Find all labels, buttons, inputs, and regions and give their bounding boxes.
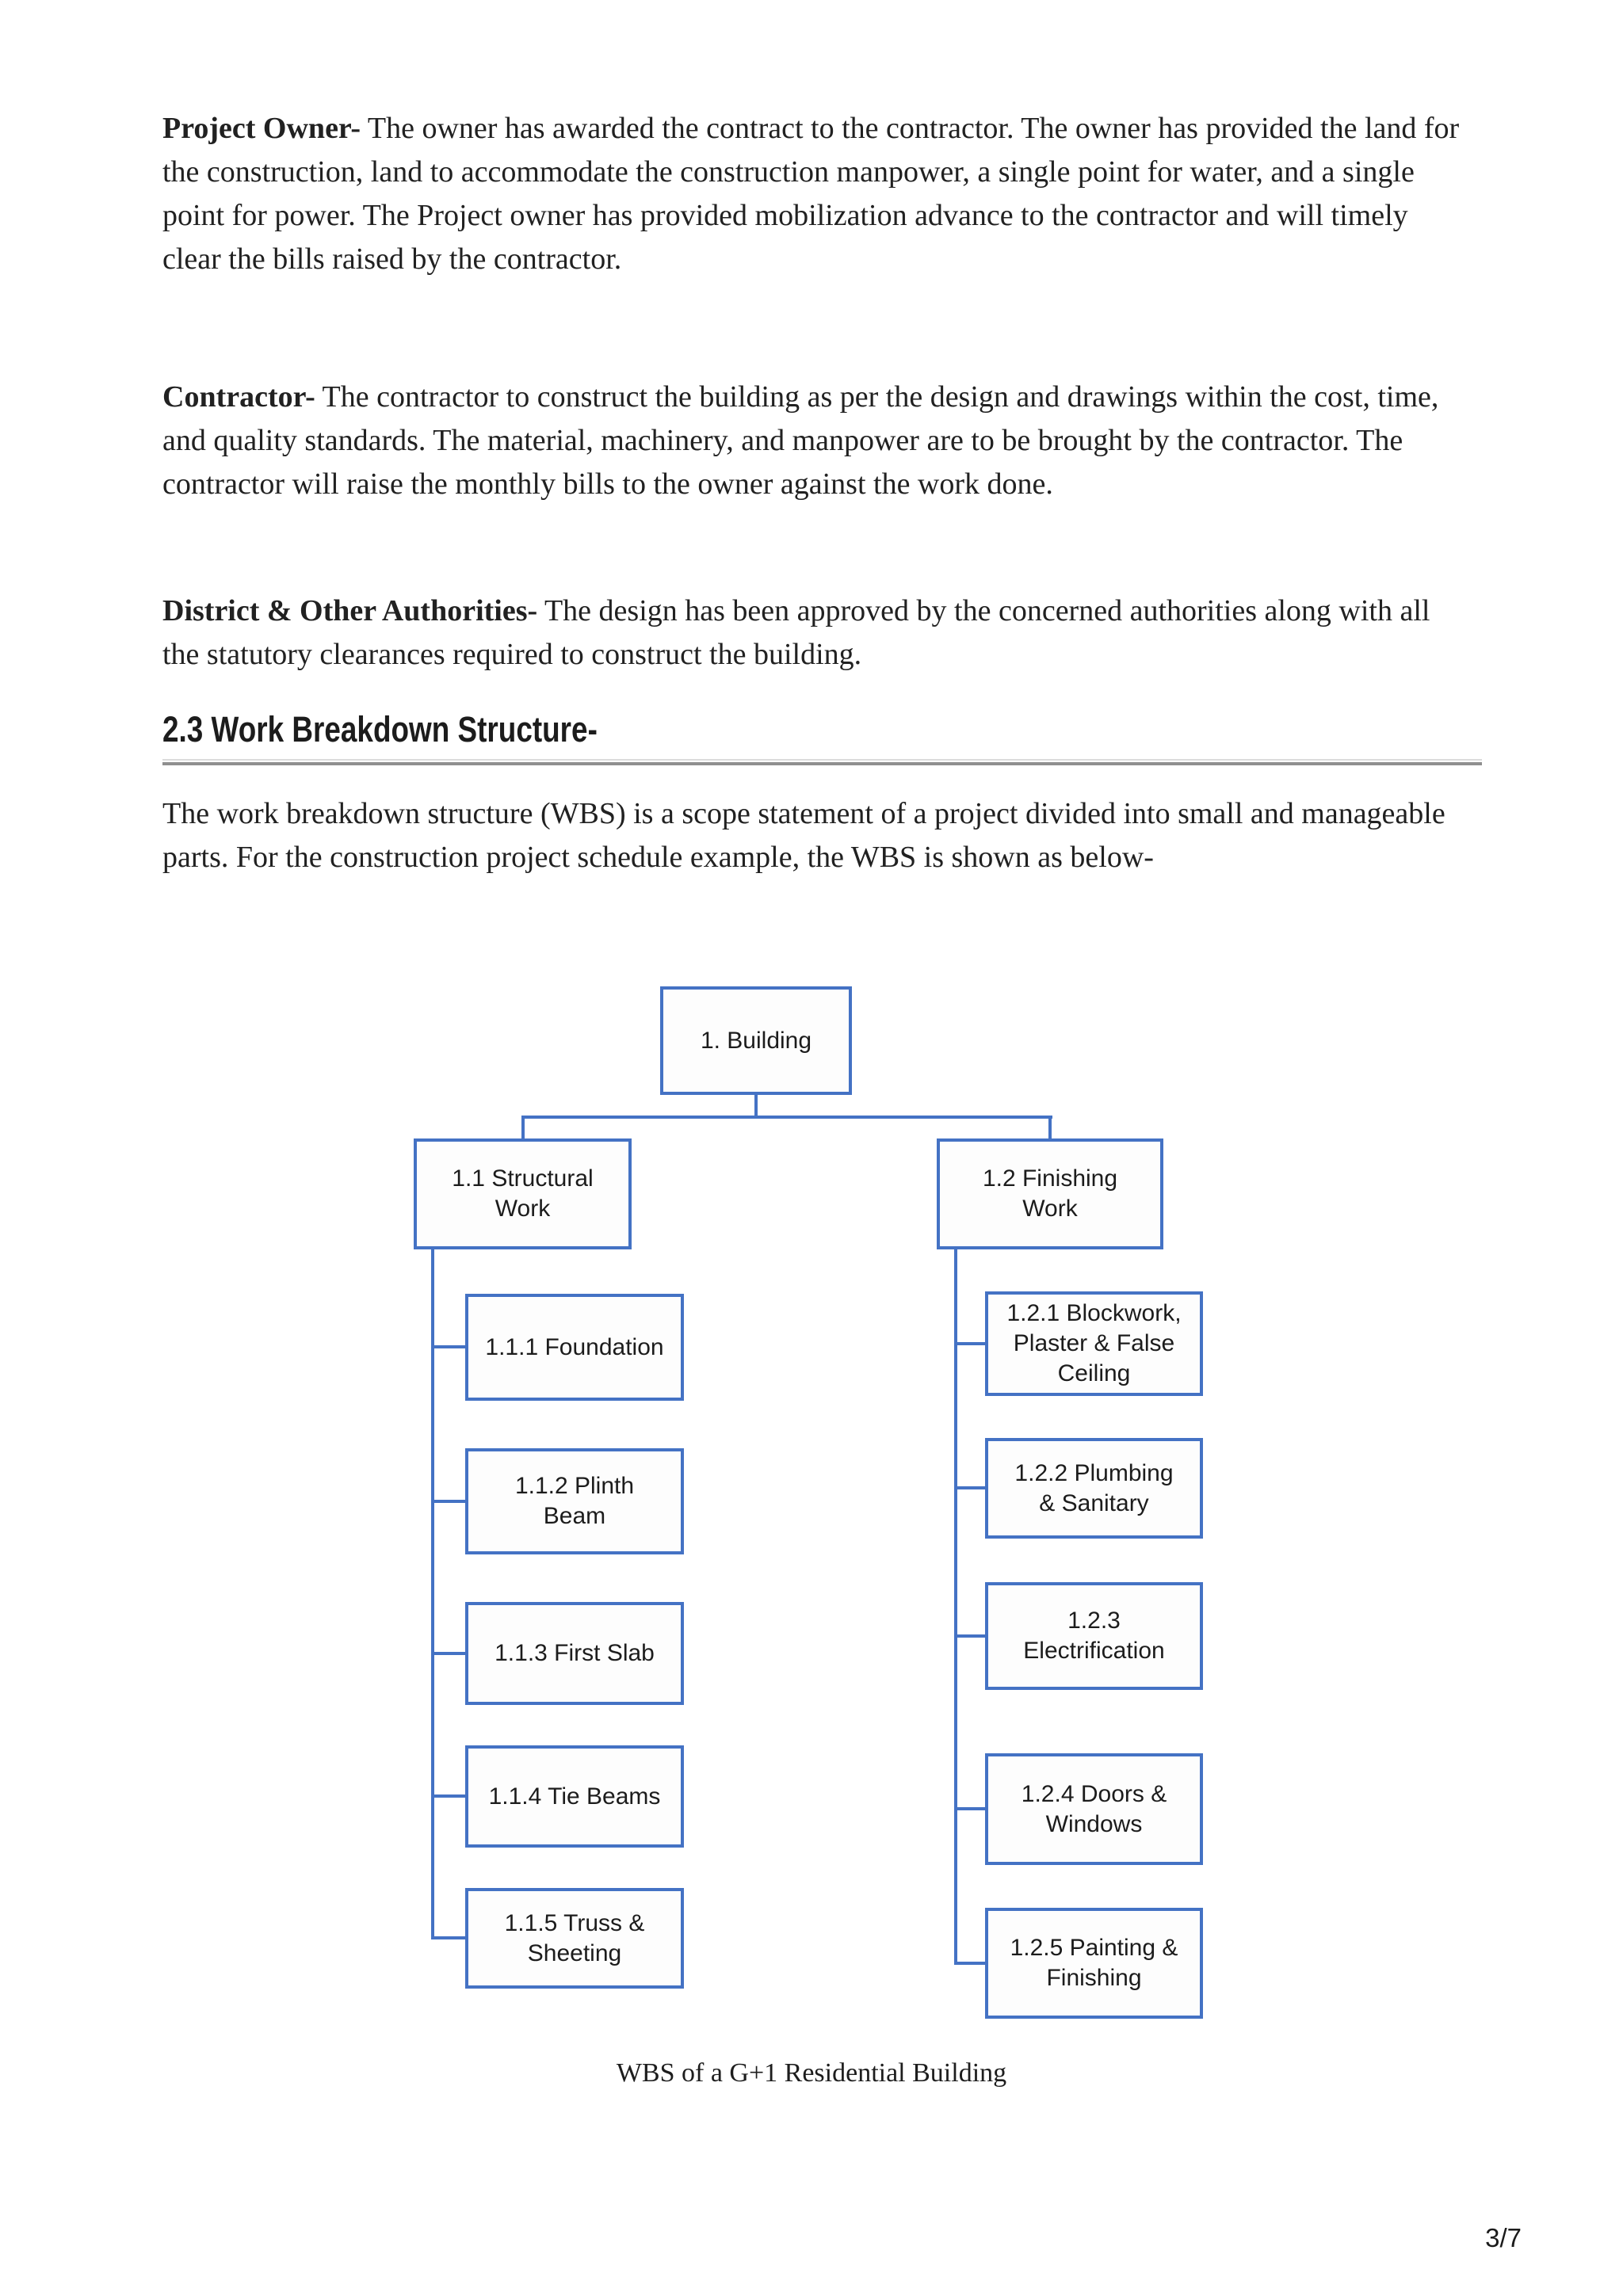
connector-line [954,1486,988,1489]
connector-line [521,1116,1052,1119]
connector-line [1048,1116,1052,1142]
connector-line [431,1500,468,1503]
wbs-node-building: 1. Building [660,986,852,1095]
heading-rule [162,759,1482,765]
connector-line [954,1962,988,1965]
connector-line [954,1249,957,1965]
wbs-node-blockwork-plaster-label: 1.2.1 Blockwork, Plaster & False Ceiling [1006,1300,1182,1386]
wbs-node-finishing-work: 1.2 Finishing Work [937,1138,1163,1249]
paragraph-wbs-intro: The work breakdown structure (WBS) is a … [162,797,1445,874]
paragraph-body-authorities: The design has been approved by the conc… [162,594,1430,671]
connector-line [521,1116,525,1142]
connector-line [431,1794,468,1798]
figure-caption: WBS of a G+1 Residential Building [616,2058,1007,2088]
wbs-node-tie-beams-label: 1.1.4 Tie Beams [488,1783,661,1810]
wbs-node-tie-beams: 1.1.4 Tie Beams [465,1745,684,1848]
connector-line [954,1634,988,1638]
wbs-node-foundation: 1.1.1 Foundation [465,1294,684,1401]
wbs-node-plumbing-sanitary: 1.2.2 Plumbing & Sanitary [985,1438,1203,1539]
connector-line [431,1652,468,1655]
wbs-node-electrification-label: 1.2.3 Electrification [1023,1608,1165,1664]
wbs-diagram: 1. Building 1.1 Structural Work 1.2 Fini… [0,982,1623,2036]
connector-line [431,1936,468,1939]
paragraph-body-contractor: The contractor to construct the building… [162,380,1439,501]
connector-line [431,1249,434,1939]
paragraph-project-owner: Project Owner- The owner has awarded the… [162,107,1462,281]
wbs-node-doors-windows-label: 1.2.4 Doors & Windows [1021,1780,1167,1837]
wbs-node-plinth-beam-label: 1.1.2 Plinth Beam [514,1473,635,1529]
wbs-node-doors-windows: 1.2.4 Doors & Windows [985,1753,1203,1865]
connector-line [954,1342,988,1345]
page-number: 3/7 [1485,2223,1522,2252]
paragraph-lead-project-owner: Project Owner- [162,112,361,145]
wbs-node-electrification: 1.2.3 Electrification [985,1582,1203,1690]
wbs-node-plumbing-sanitary-label: 1.2.2 Plumbing & Sanitary [1014,1459,1174,1516]
paragraph-contractor: Contractor- The contractor to construct … [162,376,1462,506]
wbs-node-building-label: 1. Building [700,1027,812,1054]
wbs-node-painting-finishing-label: 1.2.5 Painting & Finishing [1010,1935,1178,1991]
wbs-node-finishing-work-label: 1.2 Finishing Work [982,1165,1118,1222]
wbs-node-first-slab: 1.1.3 First Slab [465,1602,684,1705]
wbs-node-structural-work: 1.1 Structural Work [414,1138,632,1249]
connector-line [954,1807,988,1810]
wbs-node-plinth-beam: 1.1.2 Plinth Beam [465,1448,684,1554]
wbs-node-blockwork-plaster: 1.2.1 Blockwork, Plaster & False Ceiling [985,1291,1203,1396]
connector-line [431,1345,468,1348]
wbs-node-structural-work-label: 1.1 Structural Work [452,1165,594,1222]
paragraph-authorities: District & Other Authorities- The design… [162,589,1462,677]
wbs-node-first-slab-label: 1.1.3 First Slab [495,1640,655,1666]
wbs-node-truss-sheeting-label: 1.1.5 Truss & Sheeting [504,1909,645,1966]
wbs-node-painting-finishing: 1.2.5 Painting & Finishing [985,1908,1203,2019]
wbs-node-truss-sheeting: 1.1.5 Truss & Sheeting [465,1888,684,1989]
section-heading-wbs: 2.3 Work Breakdown Structure- [162,709,598,749]
paragraph-lead-authorities: District & Other Authorities- [162,594,538,627]
paragraph-body-project-owner: The owner has awarded the contract to th… [162,112,1460,276]
paragraph-lead-contractor: Contractor- [162,380,315,414]
wbs-node-foundation-label: 1.1.1 Foundation [485,1333,664,1360]
connector-line [754,1095,758,1117]
